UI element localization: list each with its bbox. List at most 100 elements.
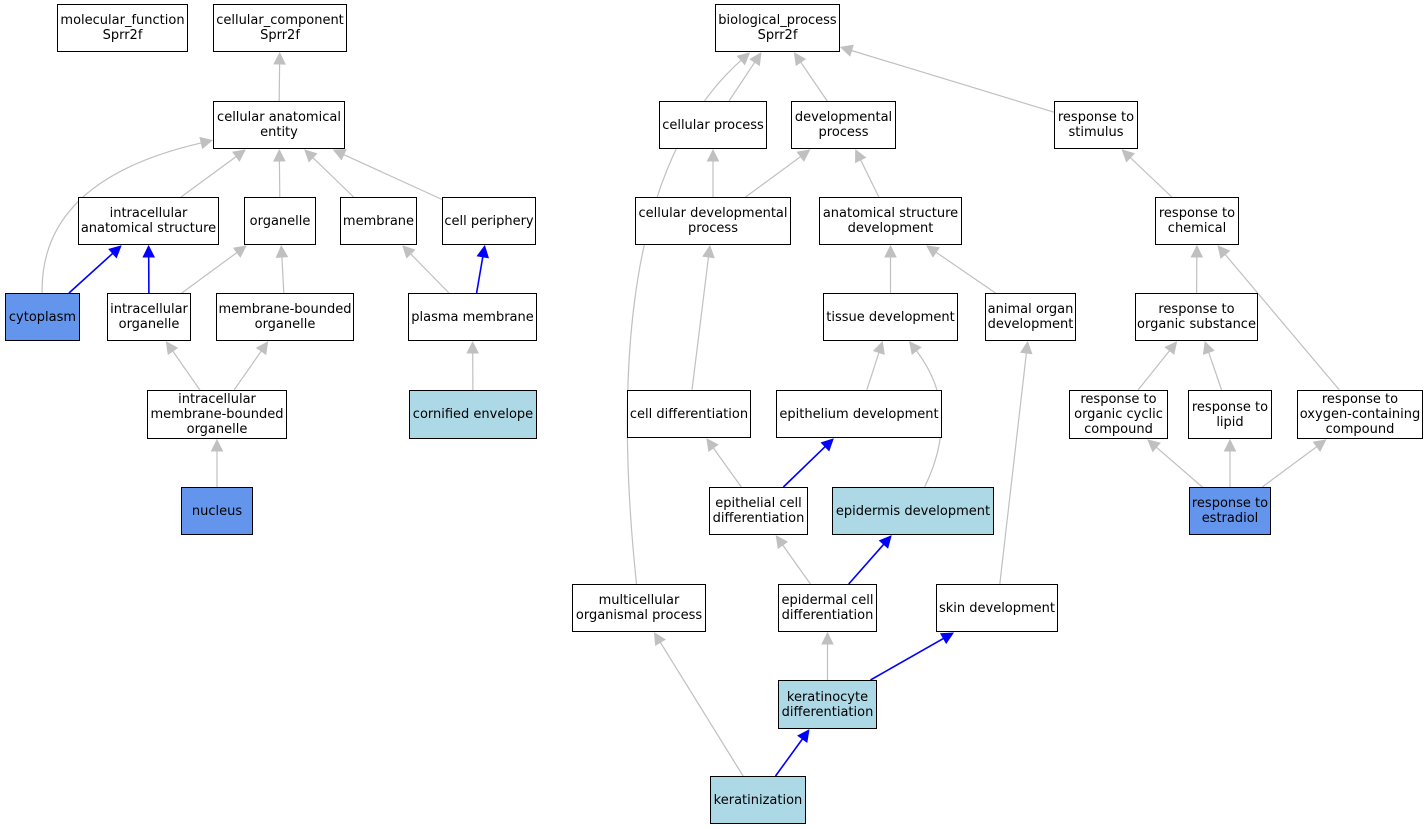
arrowhead-keratinization-to-keratdiff xyxy=(797,729,810,743)
edge-ias-to-cae xyxy=(180,156,237,198)
edge-animalorgan-to-asd xyxy=(935,251,996,294)
node-epithelium-development[interactable]: epithelium development xyxy=(776,390,942,438)
node-response-to-oxygen-containing-compound[interactable]: response to oxygen-containing compound xyxy=(1297,390,1423,439)
arrowhead-respstim-to-bp xyxy=(839,44,854,57)
arrowhead-respestradiol-to-resporgcyc xyxy=(1147,439,1161,453)
arrowhead-organelle-to-cae xyxy=(273,148,286,162)
edge-resporgcyc-to-resporgsub xyxy=(1137,350,1171,391)
node-tissue-development[interactable]: tissue development xyxy=(823,293,958,341)
arrowhead-epicelldiff-to-celldiff xyxy=(706,438,719,452)
arrowhead-respestradiol-to-respoxy xyxy=(1312,439,1327,452)
arrowhead-membrane-to-cae xyxy=(304,149,318,163)
node-membrane[interactable]: membrane xyxy=(340,197,417,245)
node-keratinization[interactable]: keratinization xyxy=(710,776,806,824)
arrowhead-keratdiff-to-epidermalcd xyxy=(821,631,834,645)
arrowhead-tissuedev-to-asd xyxy=(884,244,897,258)
arrowhead-skindev-to-animalorgan xyxy=(1020,340,1033,355)
arrowhead-mbo-to-organelle xyxy=(275,244,289,258)
edge-asd-to-devproc xyxy=(860,159,880,198)
node-plasma-membrane[interactable]: plasma membrane xyxy=(408,293,537,341)
edge-keratdiff-to-skindev xyxy=(870,637,944,681)
node-epithelial-cell-differentiation[interactable]: epithelial cell differentiation xyxy=(709,487,808,535)
arrowhead-resplipid-to-resporgsub xyxy=(1202,340,1215,355)
arrowhead-respestradiol-to-resplipid xyxy=(1223,438,1237,452)
edge-membrane-to-cae xyxy=(312,157,355,198)
arrowhead-animalorgan-to-asd xyxy=(926,245,940,258)
node-keratinocyte-differentiation[interactable]: keratinocyte differentiation xyxy=(778,680,877,729)
edge-celldiff-to-celldevproc xyxy=(691,256,710,391)
node-response-to-organic-substance[interactable]: response to organic substance xyxy=(1135,293,1258,341)
arrowhead-respoxy-to-respchem xyxy=(1217,245,1231,259)
node-cellular-anatomical-entity[interactable]: cellular anatomical entity xyxy=(213,101,345,149)
node-response-to-estradiol[interactable]: response to estradiol xyxy=(1189,487,1271,535)
arrowhead-cae-to-cc xyxy=(273,51,286,65)
edge-respestradiol-to-respoxy xyxy=(1261,446,1318,488)
arrowhead-celldiff-to-celldevproc xyxy=(702,244,715,259)
arrowhead-epidev-to-tissuedev xyxy=(872,340,885,355)
arrowhead-cellperiph-to-cae xyxy=(332,149,347,161)
node-cellular-developmental-process[interactable]: cellular developmental process xyxy=(635,197,791,245)
edge-epidermalcd-to-epidermisdev xyxy=(848,543,885,585)
node-epidermis-development[interactable]: epidermis development xyxy=(832,487,994,535)
arrowhead-imbo-to-intorg xyxy=(165,341,179,356)
edge-intorg-to-organelle xyxy=(181,252,238,294)
edge-epidev-to-tissuedev xyxy=(866,352,880,391)
edge-respoxy-to-respchem xyxy=(1224,254,1340,391)
arrowhead-devproc-to-bp xyxy=(793,52,807,67)
arrowhead-multiorg-to-bp xyxy=(736,52,751,66)
arrowhead-intorg-to-organelle xyxy=(232,245,247,258)
node-developmental-process[interactable]: developmental process xyxy=(791,101,896,149)
node-cellular-component[interactable]: cellular_component Sprr2f xyxy=(213,4,347,52)
node-molecular-function[interactable]: molecular_function Sprr2f xyxy=(57,4,188,52)
arrowhead-resporgcyc-to-resporgsub xyxy=(1164,341,1178,355)
node-anatomical-structure-development[interactable]: anatomical structure development xyxy=(819,197,962,245)
arrowhead-epidermalcd-to-epidermisdev xyxy=(878,535,892,549)
arrowhead-cytoplasm-to-ias xyxy=(108,245,122,259)
edge-epicelldiff-to-celldiff xyxy=(712,447,742,488)
node-cytoplasm[interactable]: cytoplasm xyxy=(5,293,80,341)
node-multicellular-organismal-process[interactable]: multicellular organismal process xyxy=(572,584,706,632)
edge-cellperiph-to-cae xyxy=(343,154,443,201)
node-response-to-stimulus[interactable]: response to stimulus xyxy=(1054,101,1138,149)
node-intracellular-membrane-bounded-organelle[interactable]: intracellular membrane-bounded organelle xyxy=(147,390,287,439)
edge-respstim-to-bp xyxy=(851,49,1055,113)
arrowhead-epidermalcd-to-epicelldiff xyxy=(775,535,789,550)
node-cell-differentiation[interactable]: cell differentiation xyxy=(627,390,751,438)
node-response-to-organic-cyclic-compound[interactable]: response to organic cyclic compound xyxy=(1069,390,1168,439)
edge-plasmamem-to-cellperiph xyxy=(475,256,484,294)
arrowhead-plasmamem-to-cellperiph xyxy=(476,244,490,259)
node-membrane-bounded-organelle[interactable]: membrane-bounded organelle xyxy=(216,293,354,341)
node-cornified-envelope[interactable]: cornified envelope xyxy=(409,390,537,439)
arrowhead-epicelldiff-to-epidev xyxy=(820,438,834,452)
node-organelle[interactable]: organelle xyxy=(244,197,316,245)
arrowhead-cornenv-to-plasmamem xyxy=(466,340,480,354)
edge-cytoplasm-to-ias xyxy=(68,252,114,294)
node-epidermal-cell-differentiation[interactable]: epidermal cell differentiation xyxy=(778,584,877,632)
edge-cellproc-to-bp xyxy=(728,61,756,102)
edge-resplipid-to-resporgsub xyxy=(1208,352,1223,391)
arrowhead-plasmamem-to-membrane xyxy=(402,245,416,259)
node-response-to-chemical[interactable]: response to chemical xyxy=(1155,197,1239,245)
arrowhead-epidermisdev-to-tissuedev xyxy=(909,341,922,355)
arrowhead-ias-to-cae xyxy=(232,149,246,162)
node-biological-process[interactable]: biological_process Sprr2f xyxy=(715,4,840,52)
node-skin-development[interactable]: skin development xyxy=(936,584,1058,632)
node-animal-organ-development[interactable]: animal organ development xyxy=(985,293,1076,341)
edge-epicelldiff-to-epidev xyxy=(782,446,826,488)
node-nucleus[interactable]: nucleus xyxy=(181,487,253,535)
node-cell-periphery[interactable]: cell periphery xyxy=(442,197,536,245)
node-response-to-lipid[interactable]: response to lipid xyxy=(1188,390,1272,439)
arrowhead-keratdiff-to-skindev xyxy=(939,632,955,645)
arrowhead-intorg-to-ias xyxy=(142,244,156,258)
node-cellular-process[interactable]: cellular process xyxy=(659,101,767,149)
edge-respchem-to-respstim xyxy=(1129,157,1173,198)
edge-keratinization-to-multiorg xyxy=(659,641,744,777)
node-intracellular-anatomical-structure[interactable]: intracellular anatomical structure xyxy=(78,197,219,245)
arrowhead-nucleus-to-imbo xyxy=(210,438,224,452)
arrowhead-respchem-to-respstim xyxy=(1121,149,1136,163)
edge-devproc-to-bp xyxy=(800,61,828,102)
node-intracellular-organelle[interactable]: intracellular organelle xyxy=(107,293,191,341)
arrowhead-cellproc-to-bp xyxy=(749,52,762,67)
edge-celldevproc-to-devproc xyxy=(745,156,802,198)
